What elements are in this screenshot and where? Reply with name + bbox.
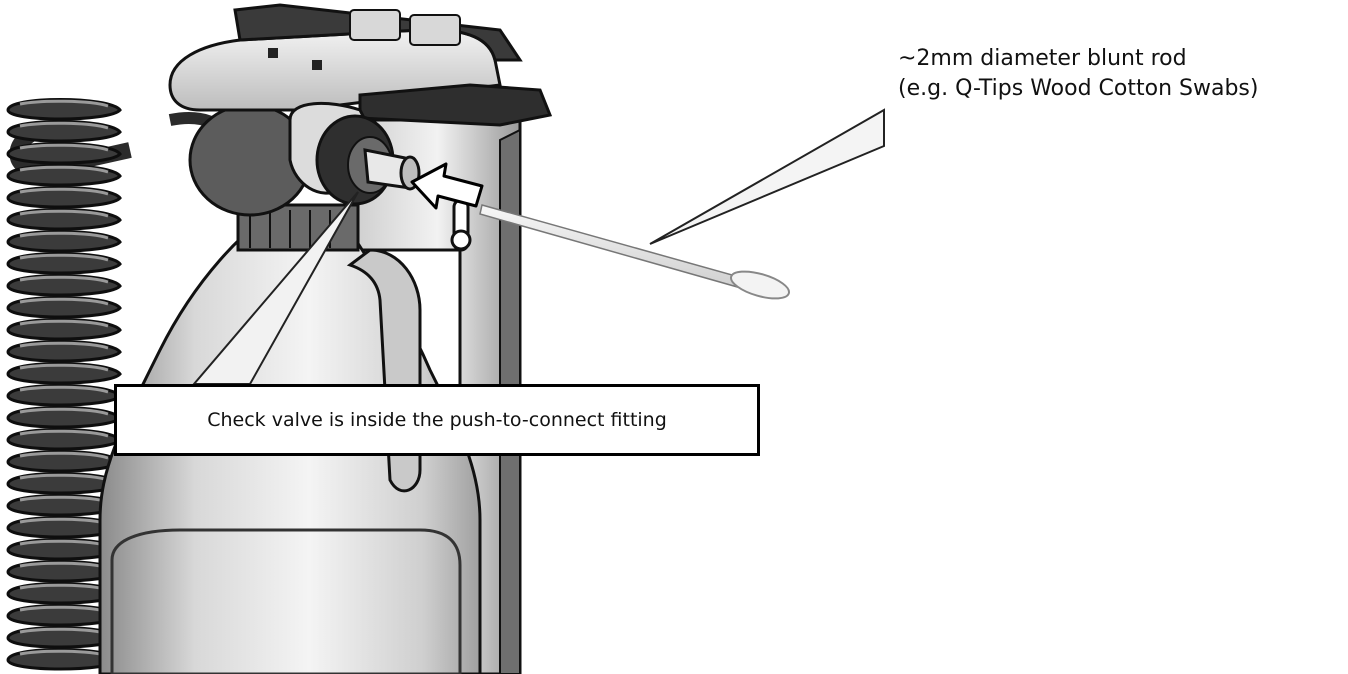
rod-callout: ~2mm diameter blunt rod (e.g. Q-Tips Woo… bbox=[898, 44, 1258, 104]
rod-callout-line1: ~2mm diameter blunt rod bbox=[898, 46, 1187, 71]
hose-coil-highlight bbox=[19, 275, 109, 284]
hose-coil-highlight bbox=[19, 253, 109, 262]
hose-coil-highlight bbox=[19, 187, 109, 196]
hose-coil-highlight bbox=[19, 319, 109, 328]
hose-coil-highlight bbox=[19, 121, 109, 130]
regulator-head bbox=[168, 3, 553, 217]
hose-coil-highlight bbox=[19, 99, 109, 108]
hose-coil-highlight bbox=[19, 209, 109, 218]
hose-coil-highlight bbox=[19, 297, 109, 306]
hose-coil-highlight bbox=[19, 165, 109, 174]
hose-coil-highlight bbox=[19, 363, 109, 372]
check-valve-callout: Check valve is inside the push-to-connec… bbox=[114, 384, 760, 456]
hose-coil-highlight bbox=[19, 473, 109, 482]
hose-coil-highlight bbox=[19, 429, 109, 438]
hose-coil-highlight bbox=[19, 341, 109, 350]
rod-leader bbox=[649, 108, 885, 245]
hose-coil-highlight bbox=[19, 143, 109, 152]
check-valve-callout-text: Check valve is inside the push-to-connec… bbox=[207, 409, 667, 431]
hose-coil-highlight bbox=[19, 451, 109, 460]
hose-coil-highlight bbox=[19, 407, 109, 416]
hose-coil-highlight bbox=[19, 231, 109, 240]
rod-callout-line2: (e.g. Q-Tips Wood Cotton Swabs) bbox=[898, 75, 1259, 101]
insert-arrow bbox=[410, 162, 484, 210]
hose-coil-highlight bbox=[19, 385, 109, 394]
cotton-swab bbox=[479, 204, 790, 300]
coiled-hose bbox=[6, 98, 246, 671]
